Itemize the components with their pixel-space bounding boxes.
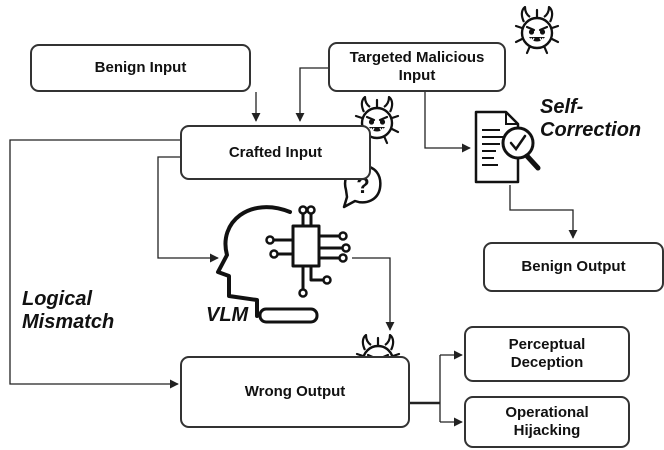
- arrow-logical-mismatch: [9, 139, 180, 389]
- targeted-malicious-input-label: Targeted Malicious Input: [349, 49, 485, 84]
- self-correction-line2: Correction: [540, 119, 642, 141]
- arrow-vlm-to-wrong: [352, 257, 395, 331]
- crafted-input-label: Crafted Input: [228, 143, 323, 161]
- benign-input-label: Benign Input: [94, 59, 187, 76]
- self-correction-label: Self- Correction: [540, 96, 641, 142]
- wrong-output-label: Wrong Output: [244, 383, 346, 400]
- arrow-doc-to-benign-output: [509, 185, 578, 239]
- logical-mismatch-line2: Mismatch: [22, 311, 115, 333]
- perceptual-deception-node: Perceptual Deception: [464, 326, 630, 382]
- devil-icon: [512, 6, 562, 56]
- wrong-output-node: Wrong Output: [180, 356, 410, 428]
- operational-hijacking-label: Operational Hijacking: [505, 404, 589, 439]
- self-correction-line1: Self-: [540, 96, 584, 118]
- targeted-malicious-input-node: Targeted Malicious Input: [328, 42, 506, 92]
- ai-head-icon: [216, 205, 351, 324]
- logical-mismatch-label: Logical Mismatch: [22, 288, 114, 334]
- benign-output-label: Benign Output: [521, 258, 626, 275]
- arrow-crafted-to-vlm: [157, 156, 219, 263]
- arrow-malicious-to-doc: [424, 92, 471, 153]
- crafted-input-node: Crafted Input: [180, 125, 371, 180]
- document-check-icon: [474, 110, 541, 184]
- perceptual-deception-label: Perceptual Deception: [508, 336, 586, 371]
- vlm-label: VLM: [206, 304, 249, 326]
- arrow-malicious-to-crafted: [295, 67, 328, 122]
- benign-input-node: Benign Input: [30, 44, 251, 92]
- logical-mismatch-line1: Logical: [22, 288, 93, 310]
- operational-hijacking-node: Operational Hijacking: [464, 396, 630, 448]
- benign-output-node: Benign Output: [483, 242, 664, 292]
